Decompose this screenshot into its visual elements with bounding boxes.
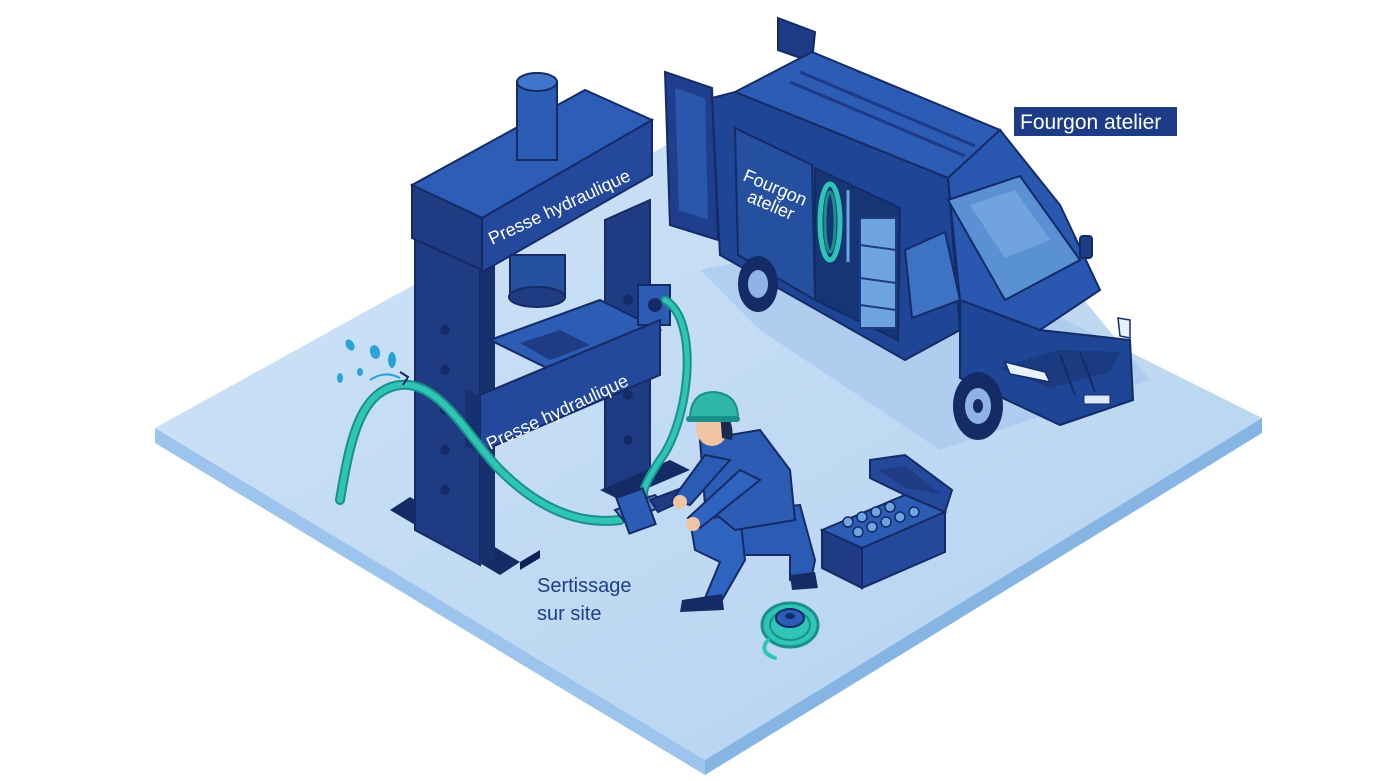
- hose-reel: [760, 601, 820, 660]
- van-callout: Fourgon atelier: [1014, 107, 1177, 136]
- crimping-label: Sertissage sur site: [537, 575, 632, 625]
- crimping-label-line2: sur site: [537, 603, 601, 625]
- crimping-label-line1: Sertissage: [537, 575, 632, 597]
- van-callout-label: Fourgon atelier: [1020, 111, 1161, 134]
- crimping-tool: [613, 483, 697, 535]
- toolbox: [819, 453, 954, 590]
- technician: [670, 390, 818, 612]
- workshop-van: Fourgon atelier: [663, 16, 1135, 440]
- water-leak-icon: [337, 339, 410, 386]
- hydraulic-press: Presse hydraulique Presse hydraulique: [390, 72, 690, 575]
